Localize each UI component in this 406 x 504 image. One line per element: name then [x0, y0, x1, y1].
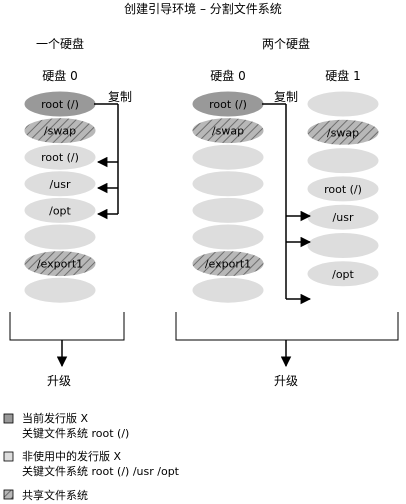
left-copy-arrows: [94, 103, 119, 220]
left-disk0-slice-label-4: /opt: [49, 204, 71, 217]
right-disk0-slice-6: [191, 250, 265, 278]
right-copy-arrows: [262, 103, 312, 305]
right-disk0-slice-2: [191, 143, 265, 171]
legend-inactive-line2: 关键文件系统 root (/) /usr /opt: [22, 464, 180, 478]
left-upgrade-bracket: [9, 312, 125, 341]
right-disk1-slice-2: [306, 147, 380, 175]
legend-current-line1: 当前发行版 X: [22, 411, 88, 425]
right-copy-label: 复制: [274, 90, 298, 104]
legend-swatch-current: [3, 413, 14, 424]
right-disk0-slice-1: [191, 117, 265, 145]
right-disk1-slice-label-6: /opt: [332, 268, 354, 281]
right-disk0-slice-label-1: /swap: [212, 125, 244, 138]
legend-swatch-inactive: [3, 451, 14, 462]
two-disks-heading: 两个硬盘: [262, 36, 310, 51]
legend-shared-line1: 共享文件系统: [22, 488, 88, 502]
left-disk0-slice-4: [23, 196, 97, 224]
right-disk1-slice-0: [306, 90, 380, 118]
left-disk0-slice-5: [23, 223, 97, 251]
legend-swatch-shared: [3, 489, 14, 500]
right-disk1-label: 硬盘 1: [325, 68, 360, 83]
left-upgrade-label: 升级: [47, 374, 71, 388]
right-disk0-slice-label-0: root (/): [209, 98, 247, 111]
right-disk0-label: 硬盘 0: [210, 68, 245, 83]
right-disk0-slice-5: [191, 223, 265, 251]
left-disk0-slices: root (/) /swap root (/) /usr/opt/export1: [23, 90, 97, 304]
right-disk1-slice-6: [306, 260, 380, 288]
left-disk0-label: 硬盘 0: [42, 68, 77, 83]
left-disk0-slice-label-0: root (/): [41, 98, 79, 111]
right-disk1-slices: /swap root (/) /usr/opt: [306, 90, 380, 288]
left-disk0-slice-label-2: root (/): [41, 151, 79, 164]
left-disk0-slice-label-1: /swap: [44, 125, 76, 138]
left-disk0-slice-6: [23, 250, 97, 278]
right-disk0-slice-7: [191, 276, 265, 304]
legend-current-line2: 关键文件系统 root (/): [22, 426, 129, 440]
right-disk0-slice-label-6: /export1: [205, 258, 251, 271]
left-disk0-slice-7: [23, 276, 97, 304]
left-disk0-slice-1: [23, 117, 97, 145]
right-upgrade-label: 升级: [274, 374, 298, 388]
right-disk0-slice-4: [191, 196, 265, 224]
right-disk1-slice-1: [306, 118, 380, 146]
diagram-title: 创建引导环境 – 分割文件系统: [124, 1, 282, 16]
right-disk1-slice-label-1: /swap: [327, 126, 359, 139]
right-disk1-slice-label-4: /usr: [333, 211, 354, 224]
left-disk0-slice-2: [23, 143, 97, 171]
left-disk0-slice-label-3: /usr: [50, 178, 71, 191]
right-upgrade-bracket: [175, 312, 399, 341]
left-disk0-slice-label-6: /export1: [37, 258, 83, 271]
right-disk1-slice-3: [306, 175, 380, 203]
right-disk1-slice-5: [306, 232, 380, 259]
right-disk0-slices: root (/) /swap/export1: [191, 90, 265, 304]
legend-inactive-line1: 非使用中的发行版 X: [22, 449, 121, 463]
right-disk0-slice-3: [191, 170, 265, 198]
right-disk1-slice-label-3: root (/): [324, 183, 362, 196]
left-disk0-slice-3: [23, 170, 97, 198]
left-copy-label: 复制: [108, 90, 132, 104]
one-disk-heading: 一个硬盘: [36, 36, 84, 51]
legend: 当前发行版 X 关键文件系统 root (/) 非使用中的发行版 X 关键文件系…: [3, 411, 180, 502]
